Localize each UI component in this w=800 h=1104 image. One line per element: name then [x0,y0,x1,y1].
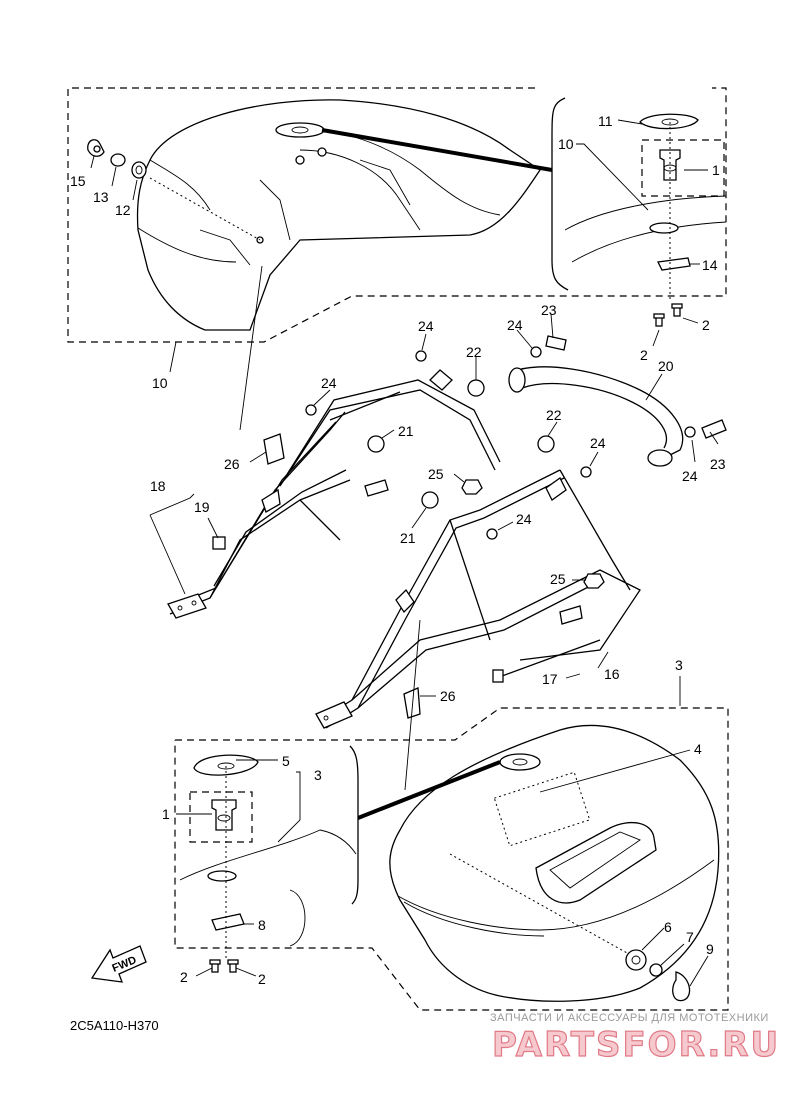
callout-15: 15 [70,173,86,189]
callout-2-b: 2 [640,347,648,363]
callout-24-d: 24 [590,435,606,451]
callout-2-c: 2 [180,969,188,985]
callout-3-b: 3 [314,767,322,783]
callout-9: 9 [706,941,714,957]
callout-6: 6 [664,919,672,935]
callout-26-b: 26 [440,688,456,704]
fwd-arrow: FWD [90,945,147,983]
callout-17: 17 [542,671,558,687]
callout-labels: 15 13 12 10 11 10 1 14 2 2 23 24 24 22 2… [70,113,726,987]
callout-11: 11 [598,113,613,129]
callout-7: 7 [686,929,694,945]
callout-2-a: 2 [702,317,710,333]
callout-25-a: 25 [428,466,444,482]
callout-24-b: 24 [507,317,523,333]
callout-4: 4 [694,741,702,757]
callout-1: 1 [712,162,720,178]
callout-3-a: 3 [675,657,683,673]
watermark: ЗАПЧАСТИ И АКСЕССУАРЫ ДЛЯ МОТОТЕХНИКИ PA… [490,1012,780,1066]
callout-24-f: 24 [516,511,532,527]
callout-12: 12 [115,202,131,218]
callout-20: 20 [658,358,674,374]
callout-13: 13 [93,189,109,205]
callout-8: 8 [258,917,266,933]
bracket-assembly [167,265,727,791]
lower-case-group [174,707,729,1011]
callout-23-b: 23 [710,456,726,472]
callout-24-c: 24 [321,375,337,391]
callout-22-a: 22 [466,344,482,360]
callout-2-d: 2 [258,971,266,987]
callout-10: 10 [152,375,168,391]
callout-14: 14 [702,257,718,273]
callout-24-e: 24 [682,468,698,484]
callout-21-b: 21 [400,530,416,546]
callout-24-a: 24 [418,318,434,334]
callout-1-lower: 1 [162,806,170,822]
callout-22-b: 22 [546,407,562,423]
leader-lines [90,119,719,987]
callout-5: 5 [282,753,290,769]
callout-21-a: 21 [398,423,414,439]
watermark-logo: PARTSFOR.RU [492,1025,780,1065]
callout-23-a: 23 [541,302,557,318]
upper-inset [551,97,727,327]
callout-26-a: 26 [224,456,240,472]
diagram-code: 2C5A110-H370 [70,1018,159,1033]
callout-25-b: 25 [550,571,566,587]
upper-case-group [67,87,727,343]
callout-10-inset: 10 [558,136,574,152]
watermark-tagline: ЗАПЧАСТИ И АКСЕССУАРЫ ДЛЯ МОТОТЕХНИКИ [490,1012,769,1024]
callout-16: 16 [604,666,620,682]
lower-inset [179,754,357,973]
callout-19: 19 [194,499,210,515]
callout-18: 18 [150,478,166,494]
